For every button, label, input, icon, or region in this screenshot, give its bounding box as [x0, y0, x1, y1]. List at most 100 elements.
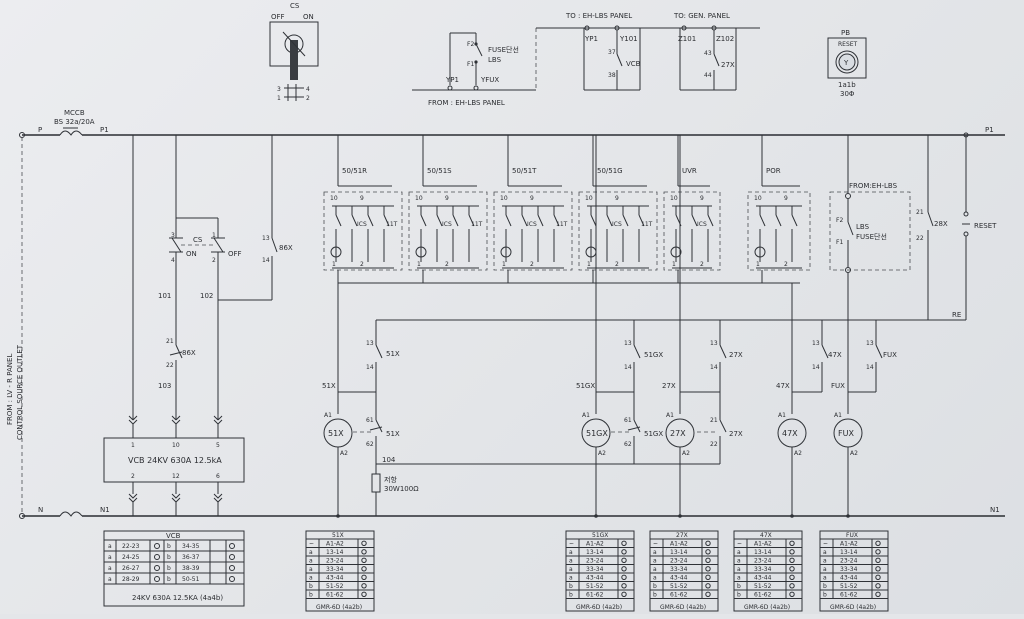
x27-b-label: 27X — [729, 430, 743, 438]
side-note-line2: CONTROL SOURCE OUTLET — [16, 344, 24, 440]
relay-table-dot-3-3 — [789, 566, 795, 572]
x28-22: 22 — [916, 235, 924, 242]
bus-p1-right-label: P1 — [985, 126, 994, 134]
relay-table-key-4-5: b — [823, 583, 827, 590]
vcb-bot-12: 12 — [172, 473, 180, 480]
x47-13: 13 — [812, 340, 820, 347]
relay-table-val-1-3: 33-34 — [586, 566, 604, 573]
relay-c-blade-3-1 — [606, 214, 613, 227]
cs-sw-t3: 3 — [171, 232, 175, 239]
relay-c-blade-1-2 — [452, 214, 459, 227]
from-fuse-label: FUSE단선 — [488, 45, 519, 54]
vcb-row-b-3: b — [167, 576, 171, 583]
coil-name-3: 47X — [782, 429, 798, 438]
vcb-row-c1-2: 26-27 — [122, 565, 140, 572]
relay-table-key-2-1: a — [653, 549, 657, 556]
wire-re: RE — [952, 311, 961, 319]
side-note-line1: FROM : LV - R PANEL — [6, 354, 14, 425]
relay-t9-3: 9 — [615, 195, 619, 202]
x86-top-13: 13 — [262, 235, 270, 242]
relay-t2-5: 2 — [784, 261, 788, 268]
relay-group-box-2 — [493, 191, 573, 271]
relay-c2-0: 11T — [386, 221, 398, 228]
relay-table-dot-2-2 — [705, 557, 711, 563]
relay-table-dot-2-6 — [705, 591, 711, 597]
relay-table-dot-0-2 — [361, 557, 367, 563]
lbs-box-title: FROM:EH-LBS — [849, 182, 898, 190]
relay-c2-2: 11T — [556, 221, 568, 228]
pb-reset-label: RESET — [838, 41, 858, 48]
relay-table-dot-1-4 — [621, 574, 627, 580]
relay-table-val-0-0: A1-A2 — [326, 541, 344, 548]
gx51-61: 61 — [624, 417, 632, 424]
pb-outer-ring-icon — [835, 50, 859, 74]
relay-table-dot-2-4 — [705, 574, 711, 580]
cs-on-label: ON — [303, 13, 314, 21]
relay-table-key-0-2: a — [309, 558, 313, 565]
relay-table-dot-4-4 — [875, 574, 881, 580]
relay-table-key-4-1: a — [823, 549, 827, 556]
bus-p1-label: P1 — [100, 126, 109, 134]
relay-table-dot-0-3 — [361, 566, 367, 572]
cs-title: CS — [290, 2, 300, 10]
relay-t10-1: 10 — [415, 195, 423, 202]
vcb-row-c1-3: 28-29 — [122, 576, 140, 583]
relay-table-val-3-1: 13-14 — [754, 549, 772, 556]
relay-table-key-0-3: a — [309, 566, 313, 573]
cs-terminal-grid: 3 1 4 2 — [277, 84, 310, 102]
relay-output-buses: RE — [338, 282, 966, 321]
relay-table-footer-4: GMR-6D (4a2b) — [830, 604, 876, 611]
vcb-row-c1-0: 22-23 — [122, 543, 140, 550]
coil-bot-2: A2 — [682, 450, 690, 457]
cs-selector: CS OFF ON 3 1 4 2 — [269, 2, 319, 102]
coil-top-2: A1 — [666, 412, 674, 419]
relay-table-dot-0-1 — [361, 549, 367, 555]
relay-table-dot-0-6 — [361, 591, 367, 597]
relay-table-val-1-0: A1-A2 — [586, 541, 604, 548]
to-ehlbs-38: 38 — [608, 72, 616, 79]
relay-ics-icon-0 — [330, 246, 342, 258]
relay-c1-2: ICS — [527, 221, 537, 228]
from-ehlbs-fuse-contact: F2 F1 FUSE단선 LBS YP1 YFUX FROM : EH-LBS … — [412, 28, 537, 107]
gx51-13: 13 — [624, 340, 632, 347]
mccb-name: MCCB — [64, 109, 85, 117]
cs-sw-t4: 4 — [171, 257, 175, 264]
relay-t9-1: 9 — [445, 195, 449, 202]
relay-table-key-3-6: b — [737, 592, 741, 599]
relay-table-dot-3-2 — [789, 557, 795, 563]
relay-table-val-2-0: A1-A2 — [670, 541, 688, 548]
gx51-feed: 51GX — [576, 382, 595, 390]
relay-table-val-1-6: 61-62 — [586, 592, 604, 599]
relay-table-dot-3-6 — [789, 591, 795, 597]
relay-table-dot-1-0 — [621, 540, 627, 546]
relay-table-dot-3-4 — [789, 574, 795, 580]
to-gen-43: 43 — [704, 50, 712, 57]
coil-bot-4: A2 — [850, 450, 858, 457]
relay-t2-3: 2 — [615, 261, 619, 268]
x28-21: 21 — [916, 209, 924, 216]
x51-62: 62 — [366, 441, 374, 448]
relay-c-blade-0-1 — [351, 214, 358, 227]
relay-t10-5: 10 — [754, 195, 762, 202]
cs-term-4: 4 — [306, 86, 310, 93]
relay-table-dot-4-2 — [875, 557, 881, 563]
relay-table-key-1-1: a — [569, 549, 573, 556]
relay-t9-2: 9 — [530, 195, 534, 202]
vcb-control-branch: 3 4 1 2 CS ON OFF 101 102 13 14 86X 21 2… — [128, 135, 293, 438]
pb-letter: Y — [843, 59, 849, 67]
relay-t10-0: 10 — [330, 195, 338, 202]
relay-table-dot-0-5 — [361, 583, 367, 589]
relay-t1-2: 1 — [502, 261, 506, 268]
relay-table-title-0: 51X — [332, 532, 344, 539]
x27-21: 21 — [710, 417, 718, 424]
x28-label: 28X — [934, 220, 948, 228]
gx51-contact-label: 51GX — [644, 351, 663, 359]
to-gen-z102: Z102 — [716, 35, 734, 43]
x86-mid-22: 22 — [166, 362, 174, 369]
relay-c-blade-3-3 — [638, 214, 645, 227]
relay-table-dot-4-1 — [875, 549, 881, 555]
relay-table-dot-2-1 — [705, 549, 711, 555]
lbs-line1: LBS — [856, 223, 870, 231]
